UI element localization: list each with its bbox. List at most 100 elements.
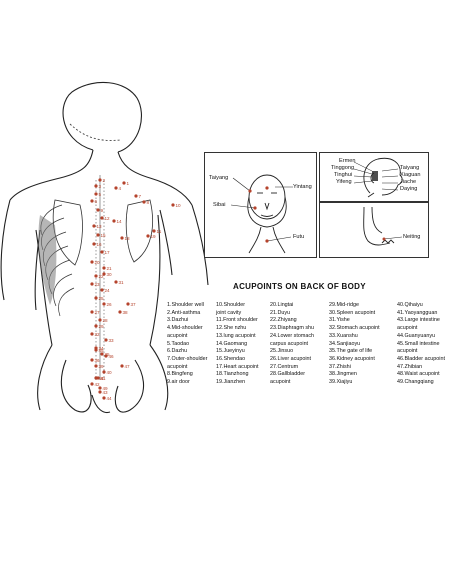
inset-foot: Neiting	[319, 202, 429, 258]
acupoint-dot	[96, 208, 100, 212]
acupoint-number: 40	[107, 370, 113, 375]
acupoint-number: 42	[95, 382, 101, 387]
legend-entry: 16.Shendao	[216, 355, 246, 362]
acupoint-dot	[102, 302, 106, 306]
acupoint-dot	[102, 272, 106, 276]
legend-entry: acupoint	[397, 348, 418, 355]
acupoint-number: 41	[101, 376, 107, 381]
label-neiting: Neiting	[403, 234, 421, 240]
legend-entry: 13.lung acupoint	[216, 332, 256, 339]
legend-entry: acupoint	[270, 379, 291, 386]
legend-entry: 18.Tianzhong	[216, 371, 249, 378]
acupoint-dot	[100, 250, 104, 254]
legend-entry: 46.Bladder acupoint	[397, 355, 445, 362]
label-tinggong: Tinggong	[331, 165, 355, 171]
acupoint-dot	[142, 200, 146, 204]
acupoint-number: 28	[103, 318, 109, 323]
acupoint-dot	[122, 181, 126, 185]
acupoint-number: 44	[107, 396, 113, 401]
acupoint-number: 35	[105, 352, 111, 357]
acupoint-dot	[90, 358, 94, 362]
legend-entry: acupoint	[397, 325, 418, 332]
legend-entry: 41.Yaoyangguan	[397, 309, 438, 316]
label-taiyang-front: Taiyang	[209, 175, 229, 181]
legend-entry: 8.Bingfeng	[167, 371, 193, 378]
acupoint-dot	[104, 354, 108, 358]
acupoint-dot	[94, 364, 98, 368]
acupoint-number: 49	[103, 386, 109, 391]
acupoint-number: 27	[95, 310, 101, 315]
inset-side-face: Ermen Tinggong Tinghui Yifeng Taiyang Xi…	[319, 152, 429, 202]
acupoint-number: 17	[105, 250, 111, 255]
acupoint-dot	[118, 310, 122, 314]
acupoint-number: 25	[99, 296, 105, 301]
acupoint-number: 18	[125, 236, 131, 241]
legend-title: ACUPOINTS ON BACK OF BODY	[233, 282, 366, 291]
inset-front-face: Taiyang Yintang Sibai Futu	[204, 152, 317, 258]
legend-entry: 45.Small intestine	[397, 340, 440, 347]
acupoint-number: 15	[101, 233, 107, 238]
acupoint-dot	[98, 178, 102, 182]
acupoint-dot	[94, 192, 98, 196]
legend-entry: 11.Front shoulder	[216, 317, 258, 324]
acupoint-dot	[102, 266, 106, 270]
acupoint-number: 22	[99, 274, 105, 279]
scapula-outlines	[52, 199, 153, 266]
acupoint-number: 19	[151, 234, 157, 239]
acupoint-number: 20	[95, 260, 101, 265]
label-yifeng: Yifeng	[336, 179, 352, 185]
acupoint-number: 45	[99, 348, 105, 353]
body-outline	[0, 81, 209, 414]
legend-entry: 38.Jingmen	[329, 371, 357, 378]
acupoint-number: 21	[107, 266, 113, 271]
legend-entry: 48.Waist acupoint	[397, 371, 440, 378]
label-taiyang-side: Taiyang	[400, 165, 420, 171]
rib-shading	[38, 215, 57, 305]
acupoint-dot	[94, 324, 98, 328]
legend-entry: 49.Changqiang	[397, 379, 434, 386]
acupoint-dot	[98, 386, 102, 390]
acupoint-number: 37	[131, 302, 137, 307]
acupoint-dot	[100, 352, 104, 356]
acupoint-number: 11	[157, 229, 162, 234]
legend-entry: 2.Anti-asthma	[167, 309, 201, 316]
acupoint-dot	[90, 260, 94, 264]
legend-entry: 21.Duyu	[270, 309, 291, 316]
acupoint-dot	[146, 234, 150, 238]
acupoint-number: 8	[147, 200, 150, 205]
legend-entry: 34.Sanjiaoyu	[329, 340, 361, 347]
legend-entry: 25.Jinsuo	[270, 348, 294, 355]
acupoint-dot	[94, 296, 98, 300]
acupoint-dot	[152, 229, 156, 233]
legend-entry: joint cavity	[216, 309, 242, 316]
legend-entry: 36.Kidney acupoint	[329, 355, 375, 362]
acupoint-dot	[96, 233, 100, 237]
acupoint-dot	[112, 219, 116, 223]
acupoint-number: 5	[99, 192, 102, 197]
legend-entry: 4.Mid-shoulder	[167, 325, 203, 332]
acupoint-dot	[94, 348, 98, 352]
legend-entry: 1.Shoulder well	[167, 302, 204, 308]
legend-entry: 40.Qihaiyu	[397, 302, 423, 308]
acupoint-number: 47	[125, 364, 131, 369]
acupoint-dot	[98, 390, 102, 394]
legend-entry: 12.She nzhu	[216, 325, 247, 332]
legend-entry: 39.Xiajiyu	[329, 379, 353, 386]
acupoint-number: 36	[95, 358, 101, 363]
acupoint-number: 39	[99, 364, 105, 369]
acupoint-number: 6	[95, 199, 98, 204]
acupoint-number: 10	[176, 203, 182, 208]
acupoint-number: 26	[107, 302, 113, 307]
acupoint-number: 9	[101, 208, 104, 213]
acupoint-dot	[100, 288, 104, 292]
acupoint-dot	[94, 184, 98, 188]
legend-entry: 15.Jueyinyu	[216, 348, 245, 355]
acupoint-number: 43	[103, 390, 109, 395]
foot-drawing	[363, 206, 403, 246]
acupoint-number: 31	[119, 280, 125, 285]
